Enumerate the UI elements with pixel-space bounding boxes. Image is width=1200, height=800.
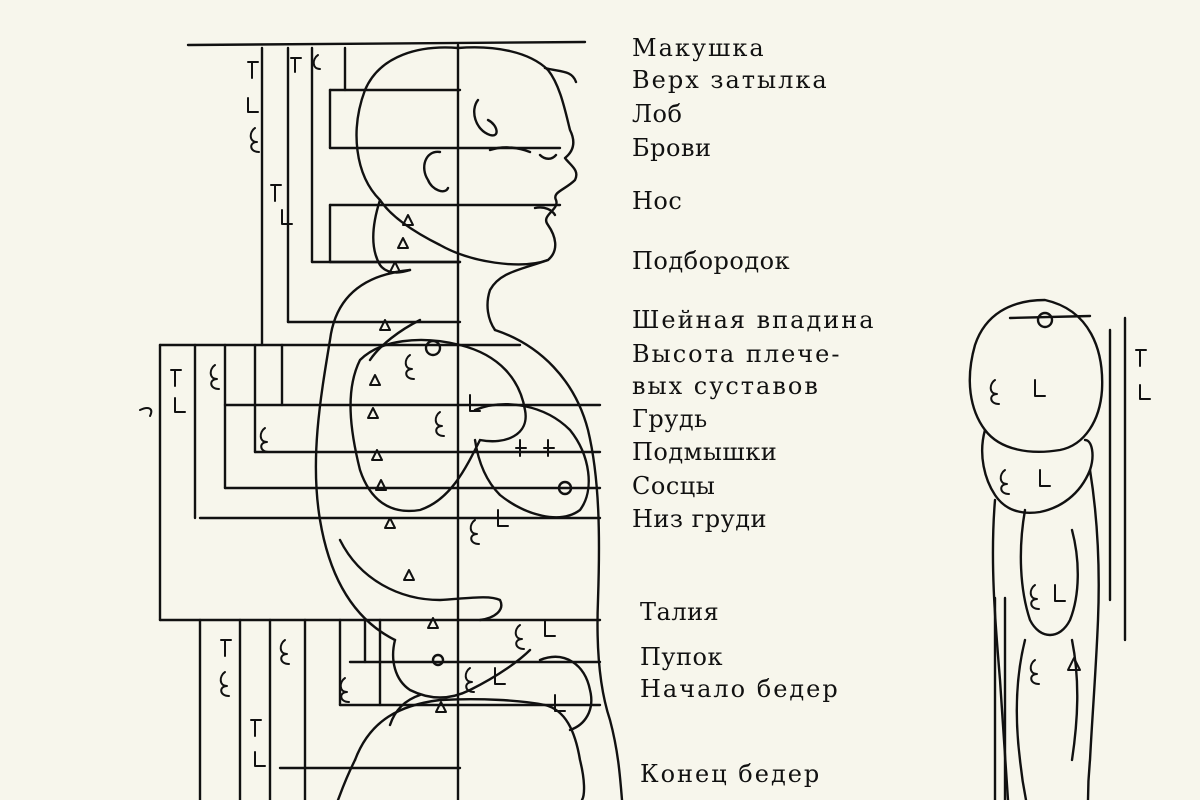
label-thighs-start: Начало бедер	[640, 675, 840, 703]
label-brows: Брови	[632, 134, 712, 162]
notation-marks	[139, 54, 566, 767]
pelvis-lower	[353, 698, 586, 800]
label-neck-hollow: Шейная впадина	[632, 306, 876, 334]
back-figure-notation	[989, 349, 1151, 685]
label-navel: Пупок	[640, 643, 723, 671]
back-figure-head	[968, 298, 1104, 453]
label-nipples: Сосцы	[632, 472, 716, 500]
abdomen-contour	[338, 538, 503, 622]
buttock-curve	[388, 693, 422, 727]
back-figure-neck	[981, 428, 1094, 514]
hair-top	[543, 66, 578, 84]
label-lower-chest: Низ груди	[632, 505, 767, 533]
back-figure-lower	[1015, 638, 1079, 800]
torso-back	[314, 268, 412, 642]
label-chin: Подбородок	[632, 247, 791, 275]
left-rulers	[158, 46, 462, 800]
label-crown: Макушка	[632, 34, 766, 62]
head-outline	[355, 46, 578, 266]
label-thighs-end: Конец бедер	[640, 760, 822, 788]
torso-front	[493, 328, 624, 800]
label-shoulder-joint-line2: вых суставов	[632, 372, 820, 400]
label-waist: Талия	[640, 598, 720, 626]
nipple-circle	[557, 480, 573, 496]
ear-outline	[423, 150, 450, 193]
label-occiput-top: Верх затылка	[632, 66, 829, 94]
hip-curve	[538, 655, 593, 732]
back-figure-crown-circle	[1036, 311, 1054, 329]
thigh-left	[336, 758, 357, 800]
label-chest: Грудь	[632, 405, 708, 433]
breast-outline	[473, 403, 590, 519]
triangle-marks	[367, 214, 447, 713]
neck-front	[486, 258, 550, 332]
back-figure-inner	[1019, 508, 1079, 637]
shoulder-joint-circle	[424, 339, 442, 357]
crown-line	[186, 40, 587, 47]
mouth-detail	[533, 206, 557, 217]
label-shoulder-joint-line1: Высота плече-	[632, 340, 842, 368]
label-forehead: Лоб	[632, 100, 683, 128]
label-nose: Нос	[632, 187, 683, 215]
pelvis-upper	[391, 638, 532, 699]
label-armpits: Подмышки	[632, 438, 778, 466]
hair-curl	[473, 98, 498, 137]
navel-circle	[431, 653, 445, 667]
